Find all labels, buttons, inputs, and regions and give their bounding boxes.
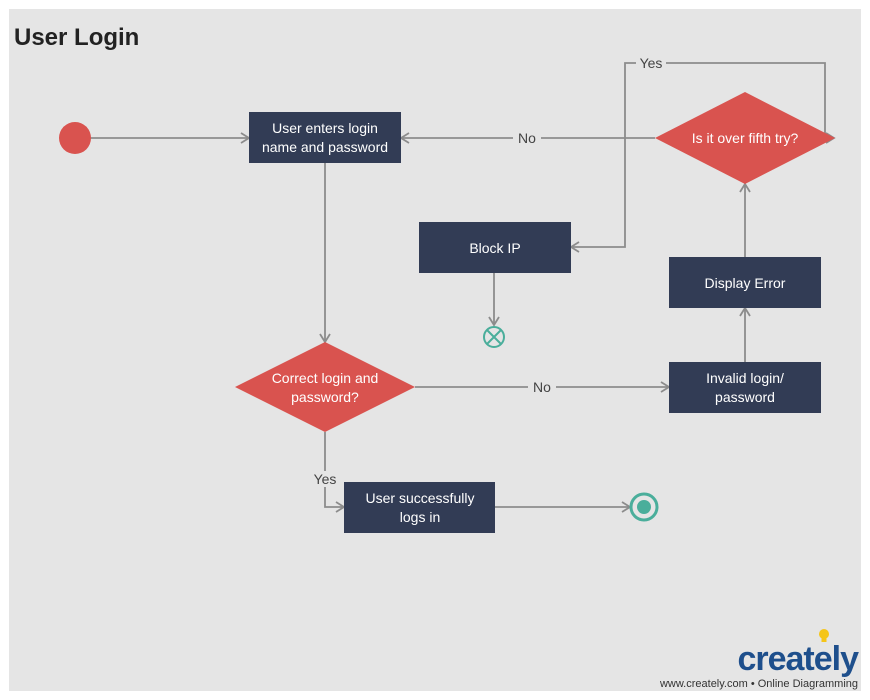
svg-text:password?: password? — [291, 389, 359, 405]
lightbulb-icon — [819, 629, 829, 642]
final-node — [629, 492, 659, 522]
node-display-error: Display Error — [669, 257, 821, 308]
label-correct-no: No — [533, 379, 551, 395]
svg-text:logs in: logs in — [400, 509, 440, 525]
edge-fifth-yes-to-block — [569, 138, 626, 253]
terminate-x-node — [483, 326, 505, 348]
node-success: User successfully logs in — [344, 482, 495, 533]
label-correct-yes: Yes — [314, 471, 337, 487]
svg-text:User successfully: User successfully — [366, 490, 475, 506]
diagram-title: User Login — [14, 24, 140, 51]
node-invalid-login: Invalid login/ password — [669, 362, 821, 413]
node-login-input: User enters login name and password — [249, 112, 401, 163]
svg-text:User enters login: User enters login — [272, 120, 378, 136]
node-block-ip: Block IP — [419, 222, 571, 273]
creately-logo: creately — [737, 640, 859, 678]
start-node — [59, 122, 91, 154]
svg-text:Correct login and: Correct login and — [272, 370, 379, 386]
label-fifth-no: No — [518, 130, 536, 146]
creately-tagline: www.creately.com • Online Diagramming — [659, 678, 858, 690]
node-decision-fifth-try: Is it over fifth try? — [655, 92, 835, 184]
svg-text:password: password — [715, 389, 775, 405]
svg-text:Is it over fifth try?: Is it over fifth try? — [692, 130, 799, 146]
svg-text:Display Error: Display Error — [705, 275, 786, 291]
edge-correct-yes-to-success — [324, 432, 346, 513]
label-fifth-yes: Yes — [640, 55, 663, 71]
svg-text:Block IP: Block IP — [469, 240, 520, 256]
svg-text:name and password: name and password — [262, 139, 388, 155]
svg-text:Invalid login/: Invalid login/ — [706, 370, 784, 386]
creately-branding: creately www.creately.com • Online Diagr… — [659, 629, 859, 690]
node-decision-correct: Correct login and password? — [235, 342, 415, 432]
